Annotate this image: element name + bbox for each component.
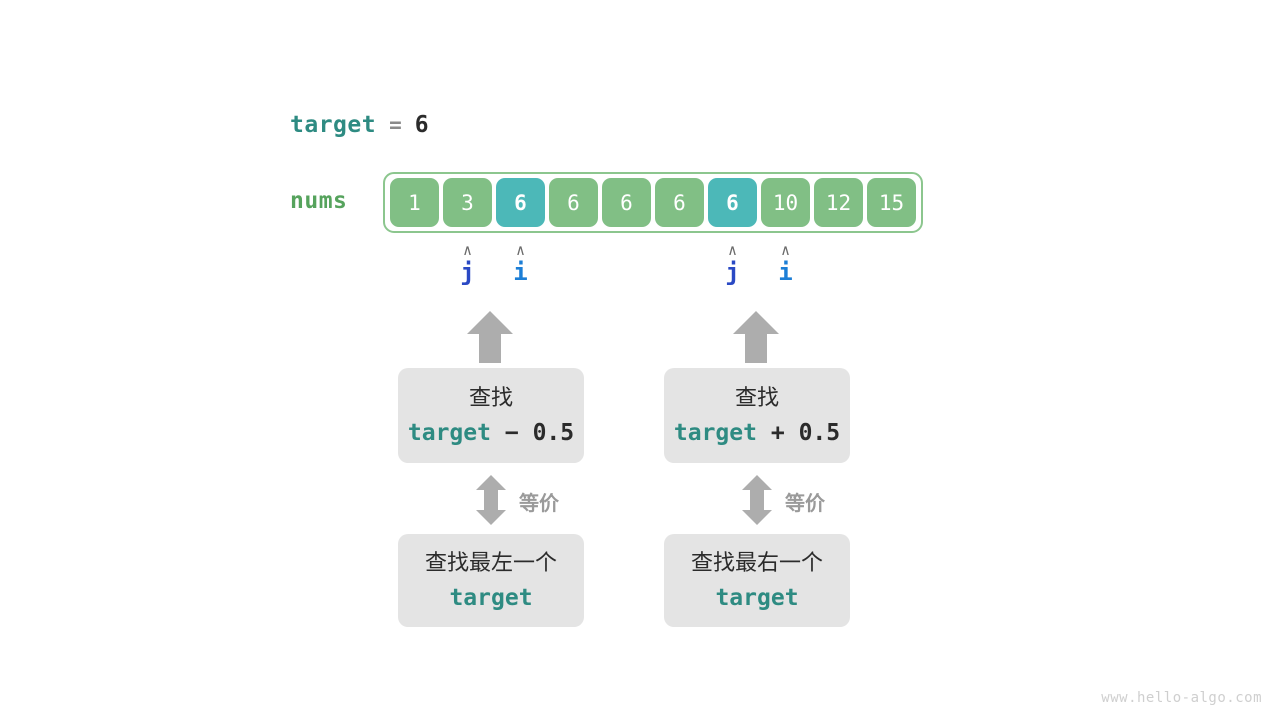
left-expr-op-glyph: − (504, 419, 519, 446)
pointer-caret-icon: ∧ (515, 241, 526, 259)
array-cell: 6 (549, 178, 598, 227)
array-label: nums (290, 188, 348, 214)
array-cell: 6 (602, 178, 651, 227)
left-search-box: 查找 target − 0.5 (398, 368, 584, 463)
pointer-i: ∧i (766, 243, 806, 287)
right-search-box: 查找 target + 0.5 (664, 368, 850, 463)
array-cell: 15 (867, 178, 916, 227)
array-cell: 6 (496, 178, 545, 227)
array-cell: 3 (443, 178, 492, 227)
left-expr-operator (491, 420, 505, 446)
right-expr-number: 0.5 (798, 419, 841, 446)
right-equivalence-arrow-icon (742, 475, 772, 525)
right-equivalent-expression: target (715, 581, 798, 615)
array-cell: 12 (814, 178, 863, 227)
pointer-j: ∧j (713, 243, 753, 287)
left-equivalent-variable: target (449, 584, 533, 611)
watermark: www.hello-algo.com (1101, 690, 1262, 706)
left-expr-number-space (519, 420, 533, 446)
array-cell: 10 (761, 178, 810, 227)
left-equivalence-arrow-icon (476, 475, 506, 525)
pointer-name: i (778, 258, 793, 286)
pointer-caret-icon: ∧ (727, 241, 738, 259)
pointer-name: j (725, 258, 740, 286)
left-equivalent-expression: target (449, 581, 532, 615)
left-up-arrow-icon (467, 311, 513, 363)
target-value: 6 (414, 112, 429, 138)
right-expr-op-glyph: + (770, 419, 785, 446)
right-equivalent-label: 查找最右一个 (690, 550, 823, 576)
pointer-name: j (460, 258, 475, 286)
right-expr-variable: target (673, 419, 757, 446)
left-equivalent-box: 查找最左一个 target (398, 534, 584, 627)
pointer-j: ∧j (448, 243, 488, 287)
right-search-expression: target + 0.5 (674, 416, 840, 450)
left-equivalence-label: 等价 (519, 491, 559, 515)
left-equivalent-label: 查找最左一个 (424, 550, 557, 576)
pointer-caret-icon: ∧ (780, 241, 791, 259)
left-expr-number: 0.5 (532, 419, 575, 446)
array-cell: 6 (655, 178, 704, 227)
pointer-name: i (513, 258, 528, 286)
right-equivalent-variable: target (715, 584, 799, 611)
target-variable-name: target (290, 112, 377, 138)
left-search-label: 查找 (468, 385, 513, 411)
left-expr-variable: target (407, 419, 491, 446)
equals-sign: = (389, 113, 402, 137)
pointer-i: ∧i (501, 243, 541, 287)
right-expr-operator-space (757, 420, 771, 446)
right-up-arrow-icon (733, 311, 779, 363)
target-declaration: target = 6 (290, 112, 429, 138)
right-equivalent-box: 查找最右一个 target (664, 534, 850, 627)
array-cell: 1 (390, 178, 439, 227)
array-cell: 6 (708, 178, 757, 227)
right-search-label: 查找 (734, 385, 779, 411)
pointer-caret-icon: ∧ (462, 241, 473, 259)
right-equivalence-label: 等价 (785, 491, 825, 515)
right-expr-number-space (785, 420, 799, 446)
left-search-expression: target − 0.5 (408, 416, 574, 450)
